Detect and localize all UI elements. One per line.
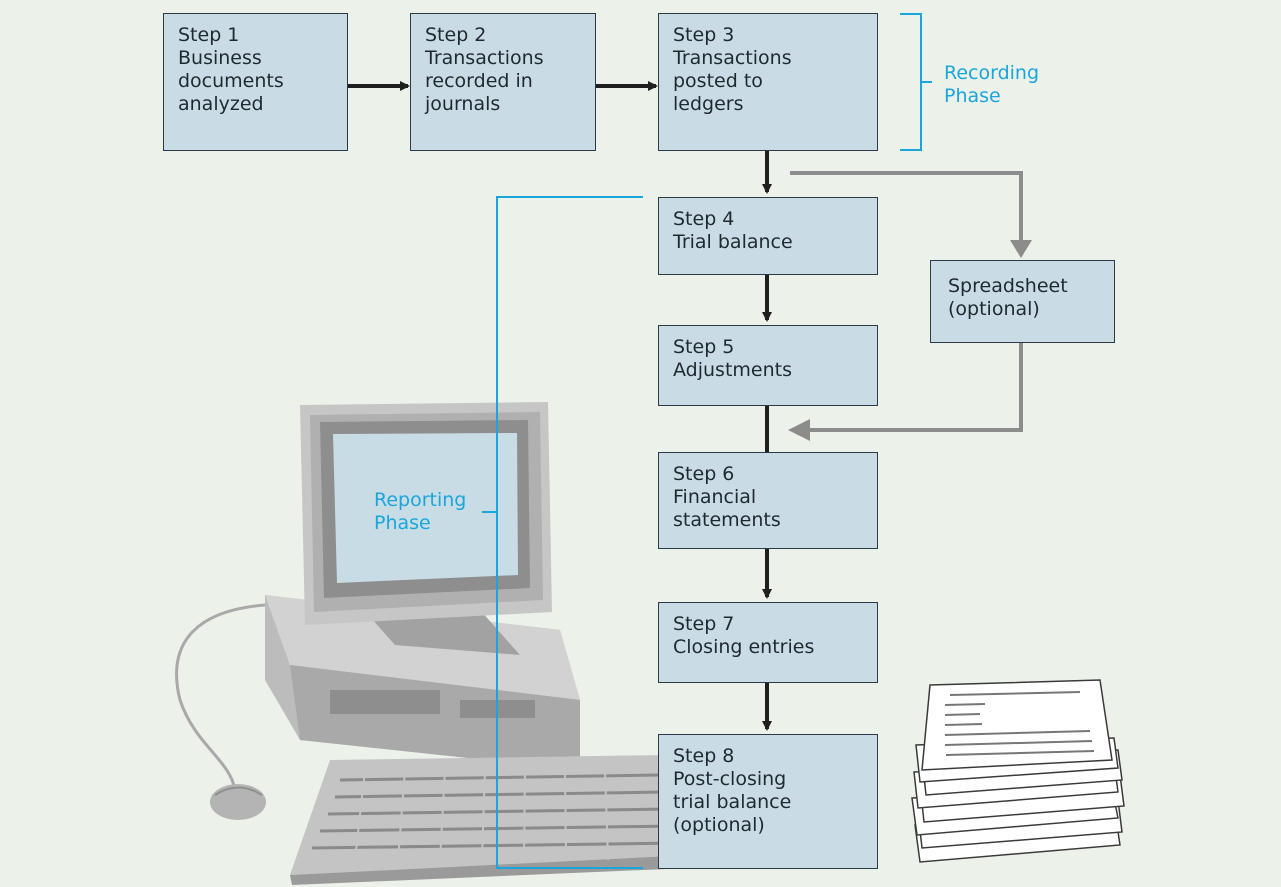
step-7-box: Step 7 Closing entries	[658, 602, 878, 683]
step-6-number: Step 6	[673, 463, 735, 485]
paper-stack-illustration	[911, 679, 1125, 863]
flow-arrows	[348, 81, 772, 731]
step-5-text: Adjustments	[673, 359, 792, 381]
recording-phase-label: Recording Phase	[944, 62, 1040, 107]
step-8-text: Post-closing trial balance (optional)	[673, 768, 792, 836]
step-5-number: Step 5	[673, 336, 735, 358]
reporting-phase-bracket	[496, 196, 643, 869]
step-1-box: Step 1 Business documents analyzed	[163, 13, 348, 151]
step-4-text: Trial balance	[673, 231, 793, 253]
step-3-number: Step 3	[673, 24, 735, 46]
step-6-text: Financial statements	[673, 486, 781, 531]
step-3-box: Step 3 Transactions posted to ledgers	[658, 13, 878, 151]
step-5-box: Step 5 Adjustments	[658, 325, 878, 406]
step-2-text: Transactions recorded in journals	[425, 47, 544, 115]
step-8-number: Step 8	[673, 745, 735, 767]
step-3-text: Transactions posted to ledgers	[673, 47, 792, 115]
step-2-number: Step 2	[425, 24, 487, 46]
step-1-number: Step 1	[178, 24, 240, 46]
spreadsheet-route-arrows	[788, 171, 1032, 441]
step-4-number: Step 4	[673, 208, 735, 230]
spreadsheet-box: Spreadsheet (optional)	[930, 260, 1115, 343]
step-6-box: Step 6 Financial statements	[658, 452, 878, 549]
computer-illustration	[175, 402, 690, 885]
step-8-box: Step 8 Post-closing trial balance (optio…	[658, 734, 878, 869]
reporting-phase-label: Reporting Phase	[374, 489, 467, 534]
step-7-number: Step 7	[673, 613, 735, 635]
step-7-text: Closing entries	[673, 636, 815, 658]
step-2-box: Step 2 Transactions recorded in journals	[410, 13, 596, 151]
spreadsheet-text: Spreadsheet (optional)	[948, 275, 1068, 320]
step-4-box: Step 4 Trial balance	[658, 197, 878, 275]
recording-phase-bracket	[900, 13, 932, 151]
step-1-text: Business documents analyzed	[178, 47, 284, 115]
